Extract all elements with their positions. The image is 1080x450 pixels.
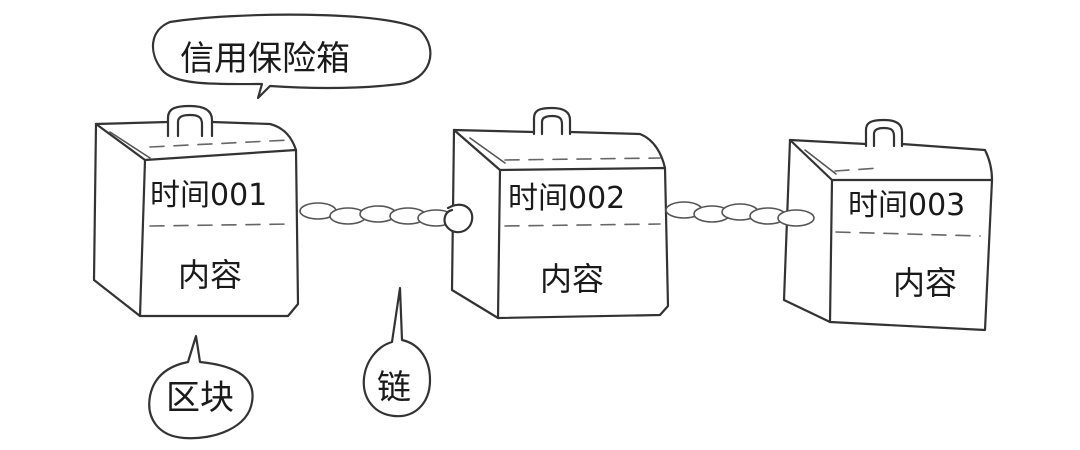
chain-bubble (362, 286, 432, 418)
block-2-timestamp: 时间002 (508, 181, 626, 216)
block-2-content: 内容 (540, 260, 605, 298)
safe-box-callout-text: 信用保险箱 (180, 39, 350, 79)
safe-box-bubble (151, 13, 432, 100)
chain-callout-text: 链 (377, 368, 411, 408)
block-1-box (92, 104, 300, 318)
block-2-box (450, 106, 670, 320)
block-callout-text: 区块 (166, 378, 234, 418)
block-3-box (782, 118, 994, 332)
chain-link-1-2 (299, 202, 474, 234)
block-1-timestamp: 时间001 (150, 178, 268, 213)
block-3-timestamp: 时间003 (848, 188, 966, 223)
block-3-content: 内容 (893, 264, 958, 302)
chain-link-2-3 (665, 201, 815, 227)
block-1-content: 内容 (178, 256, 243, 294)
block-bubble (148, 334, 254, 440)
